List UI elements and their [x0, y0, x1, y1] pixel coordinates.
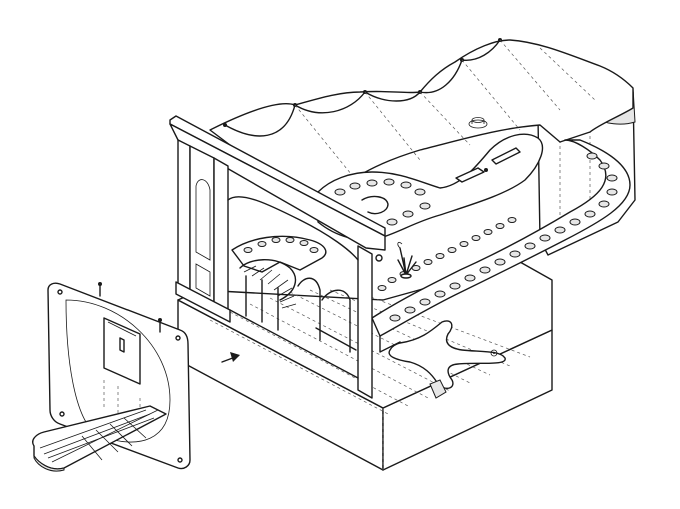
deck-control-panel [455, 147, 521, 183]
frame-arch [227, 196, 359, 261]
tray-edge [379, 335, 401, 353]
spiral-platform-holes [243, 237, 319, 253]
ring-object-icon [468, 117, 488, 129]
panel-screws [57, 289, 183, 463]
frame-cornice-band [169, 123, 386, 251]
panel-post-pins [98, 282, 162, 333]
frame-inner-post [213, 157, 229, 313]
frame-right-post [357, 245, 373, 399]
canopy-sag-1 [224, 104, 296, 137]
frame-knob [375, 254, 383, 262]
upper-deck-holes [334, 178, 431, 236]
upper-deck [317, 133, 543, 241]
ramp [32, 405, 167, 472]
plant-icon [397, 241, 417, 279]
interior [231, 235, 357, 353]
front-frame [169, 115, 386, 399]
panel-oval-window [65, 299, 171, 443]
panel-hatch-door [103, 317, 141, 385]
spiral-staircase [239, 259, 297, 331]
sprocket-icon [490, 349, 498, 357]
left-panel-lower [195, 263, 211, 297]
frame-sill [229, 309, 359, 379]
canopy-dashed-lines [294, 39, 596, 186]
tray-holes [389, 152, 618, 322]
cross-table [388, 320, 506, 390]
left-panel-arch [195, 179, 211, 261]
tray-surface [371, 139, 631, 337]
canopy-sag-5 [461, 39, 501, 61]
canopy-sag-3 [364, 91, 421, 102]
frame-left-post [177, 139, 191, 293]
canopy-sag-2 [294, 91, 366, 114]
canopy [209, 38, 634, 201]
detached-panel [32, 282, 191, 472]
direction-arrow-icon [221, 352, 240, 363]
interior-arch-door-2 [321, 289, 351, 353]
cross-table-leg [429, 379, 447, 399]
frame-plinth [175, 281, 231, 323]
ramp-edge [33, 446, 65, 472]
interior-arch-door [297, 277, 321, 341]
canopy-surface [209, 39, 634, 201]
canopy-sag-4 [419, 59, 463, 94]
interior-rail [315, 327, 357, 351]
deck-inner-curl [361, 195, 389, 215]
